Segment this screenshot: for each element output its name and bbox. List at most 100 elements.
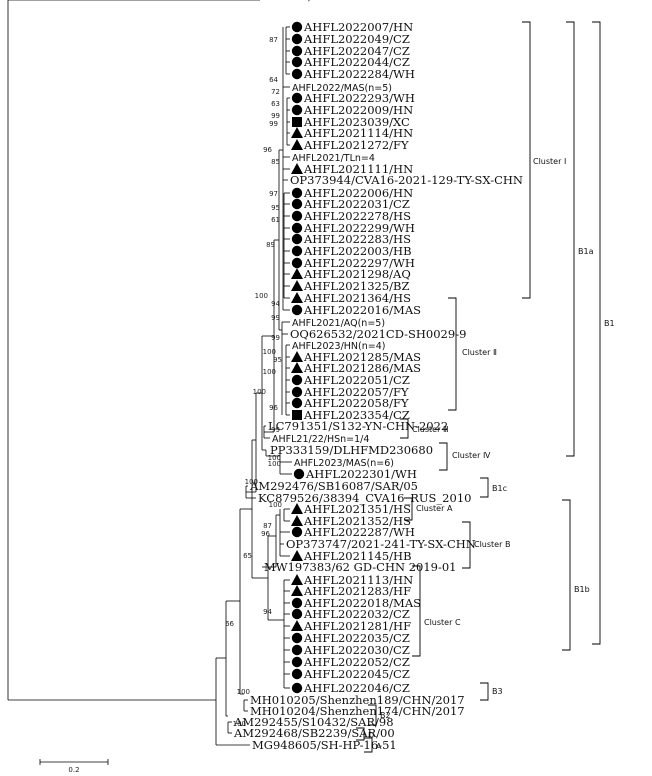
bootstrap-value: 100 xyxy=(245,478,258,486)
clade-bracket xyxy=(592,21,601,645)
leaf-label: AHFL2022045/CZ xyxy=(303,667,410,681)
leaf-label: AHFL2022301/WH xyxy=(305,467,417,481)
leaf-label: AHFL2022284/WH xyxy=(303,67,415,81)
bootstrap-value: 100 xyxy=(255,292,268,300)
bootstrap-value: 95 xyxy=(271,204,280,212)
circle-marker-icon xyxy=(291,187,303,199)
leaf-label: AHFL2022287/WH xyxy=(303,525,415,539)
clade-label: B1a xyxy=(578,247,594,256)
leaf-label: AHFL2022/MAS(n=5) xyxy=(292,83,392,94)
circle-marker-icon xyxy=(291,56,303,68)
leaf-label: AM292455/S10432/SAR/98 xyxy=(233,715,394,729)
circle-marker-icon xyxy=(291,233,303,245)
bootstrap-value: 87 xyxy=(263,522,272,530)
triangle-marker-icon xyxy=(291,362,303,373)
leaf-label: AHFL2022299/WH xyxy=(303,221,415,235)
leaf-label: MG948605/SH-HP-16-51 xyxy=(252,738,397,752)
leaf-label: U05876/G-10 xyxy=(262,0,340,3)
circle-marker-icon xyxy=(293,468,305,480)
leaf-label: AHFL2021298/AQ xyxy=(303,267,411,281)
bootstrap-value: 100 xyxy=(263,348,276,356)
circle-marker-icon xyxy=(291,304,303,316)
triangle-marker-icon xyxy=(291,280,303,291)
clade-label: Cluster B xyxy=(474,540,510,549)
bootstrap-value: 94 xyxy=(263,608,272,616)
bootstrap-value: 100 xyxy=(253,388,266,396)
triangle-marker-icon xyxy=(291,585,303,596)
circle-marker-icon xyxy=(291,222,303,234)
tree-branches xyxy=(7,0,292,746)
leaf-label: AHFL2022044/CZ xyxy=(303,55,410,69)
bootstrap-value: 97 xyxy=(269,190,278,198)
bootstrap-value: 95 xyxy=(273,356,282,364)
leaf-label: AHFL2022003/HB xyxy=(303,244,412,258)
circle-marker-icon xyxy=(291,245,303,257)
leaf-label: AHFL2022052/CZ xyxy=(303,655,410,669)
leaf-label: AHFL2022035/CZ xyxy=(303,631,410,645)
bootstrap-value: 100 xyxy=(268,454,281,462)
bootstrap-value: 85 xyxy=(271,158,280,166)
leaf-label: AHFL2021352/HS xyxy=(303,514,411,528)
circle-marker-icon xyxy=(291,397,303,409)
leaf-label: MH010205/Shenzhen189/CHN/2017 xyxy=(250,693,465,707)
leaf-label: AHFL2021285/MAS xyxy=(303,350,421,364)
bootstrap-value: 96 xyxy=(263,146,272,154)
clade-bracket xyxy=(400,418,409,439)
bootstrap-value: 94 xyxy=(271,300,280,308)
square-marker-icon xyxy=(292,117,302,127)
circle-marker-icon xyxy=(291,656,303,668)
triangle-marker-icon xyxy=(291,268,303,279)
circle-marker-icon xyxy=(291,210,303,222)
leaf-label: PP333159/DLHFMD230680 xyxy=(270,443,433,457)
leaf-label: AHFL2022009/HN xyxy=(303,103,413,117)
bootstrap-value: 65 xyxy=(243,552,252,560)
bootstrap-value: 96 xyxy=(261,530,270,538)
leaf-markers xyxy=(291,21,305,694)
clade-label: Cluster Ⅰ xyxy=(533,157,566,166)
leaf-label: AHFL2022057/FY xyxy=(303,385,409,399)
clade-bracket xyxy=(439,442,448,471)
clade-bracket xyxy=(566,21,575,457)
clade-label: Cluster C xyxy=(424,618,461,627)
circle-marker-icon xyxy=(291,632,303,644)
bootstrap-value: 100 xyxy=(263,368,276,376)
leaf-label: AM292468/SB2239/SAR/00 xyxy=(233,726,395,740)
leaf-label: AHFL2021113/HN xyxy=(303,573,413,587)
scale-bar-label: 0.2 xyxy=(68,766,79,774)
leaf-label: AHFL2021281/HF xyxy=(303,619,411,633)
leaf-label: MH010204/Shenzhen174/CHN/2017 xyxy=(250,704,465,718)
bootstrap-value: 87 xyxy=(269,36,278,44)
leaf-label: AHFL2022032/CZ xyxy=(303,607,410,621)
leaf-label: AHFL2021145/HB xyxy=(303,549,412,563)
leaf-label: AHFL2022293/WH xyxy=(303,91,415,105)
clade-label: B1 xyxy=(604,319,615,328)
circle-marker-icon xyxy=(291,198,303,210)
leaf-label: AHFL2021272/FY xyxy=(303,138,409,152)
leaf-label: AHFL2022051/CZ xyxy=(303,373,410,387)
triangle-marker-icon xyxy=(291,620,303,631)
bootstrap-value: 100 xyxy=(269,501,282,509)
leaf-label: AHFL2022030/CZ xyxy=(303,643,410,657)
clade-bracket xyxy=(448,297,457,411)
triangle-marker-icon xyxy=(291,574,303,585)
bootstrap-value: 89 xyxy=(266,241,275,249)
leaf-label: AHFL2021286/MAS xyxy=(303,361,421,375)
clade-bracket xyxy=(480,682,489,701)
leaf-label: AHFL2021/TLn=4 xyxy=(292,153,375,164)
leaf-label: AHFL2022278/HS xyxy=(303,209,411,223)
leaf-label: AHFL2022058/FY xyxy=(303,396,409,410)
leaf-label: AHFL2022018/MAS xyxy=(303,596,421,610)
clade-label: B2 xyxy=(380,711,391,720)
bootstrap-value: 66 xyxy=(225,620,234,628)
bootstrap-value: 99 xyxy=(271,314,280,322)
leaf-label: AHFL2022046/CZ xyxy=(303,681,410,695)
leaf-label: AHFL2021351/HS xyxy=(303,502,411,516)
leaf-label: OP373944/CVA16-2021-129-TY-SX-CHN xyxy=(290,173,523,187)
triangle-marker-icon xyxy=(291,292,303,303)
clade-label: Cluster Ⅲ xyxy=(412,425,448,434)
leaf-label: AHFL2022049/CZ xyxy=(303,32,410,46)
bootstrap-value: 63 xyxy=(271,100,280,108)
bootstrap-value: 99 xyxy=(271,426,280,434)
leaf-label: AHFL2022006/HN xyxy=(303,186,413,200)
